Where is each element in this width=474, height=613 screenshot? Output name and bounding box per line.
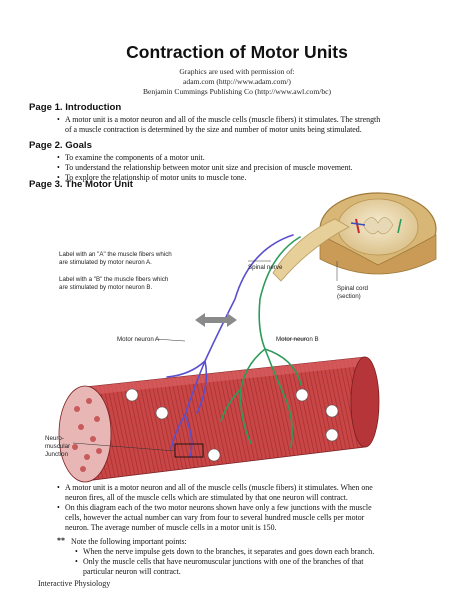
credit-line: Benjamin Cummings Publishing Co (http://… (142, 87, 332, 96)
nmj-label: Junction (45, 451, 69, 458)
list-item: •To examine the components of a motor un… (57, 153, 205, 162)
motor-neuron-b-label: Motor neuron B (276, 336, 319, 343)
instruction-label-b: are stimulated by motor neuron B. (59, 284, 152, 291)
section-heading-page1: Page 1. Introduction (29, 102, 122, 113)
list-item: •A motor unit is a motor neuron and all … (57, 483, 373, 492)
spinal-cord-illustration (319, 192, 437, 275)
list-item: •To understand the relationship between … (57, 163, 353, 172)
instruction-label-b: Label with a "B" the muscle fibers which (59, 276, 169, 283)
list-item-continuation: of a muscle contraction is determined by… (65, 125, 362, 134)
section-heading-page2: Page 2. Goals (29, 140, 92, 151)
label-circles (125, 388, 339, 462)
list-item-text: To explore the relationship of motor uni… (65, 173, 247, 182)
list-item-continuation: neuron. The average number of muscle cel… (65, 523, 277, 532)
motor-neuron-a-axon (166, 234, 294, 458)
list-item-text: On this diagram each of the two motor ne… (65, 503, 372, 512)
section-heading-page3: Page 3. The Motor Unit (29, 179, 133, 190)
muscle-illustration (58, 356, 380, 483)
spinal-cord-label: (section) (337, 293, 361, 300)
list-item: •When the nerve impulse gets down to the… (75, 547, 375, 556)
footer: Interactive Physiology (38, 579, 111, 588)
list-item: •On this diagram each of the two motor n… (57, 503, 372, 512)
spinal-nerve (272, 218, 350, 282)
credit-line: adam.com (http://www.adam.com/) (183, 77, 291, 86)
note-marker: ** (57, 536, 65, 545)
spinal-cord-label: Spinal cord (337, 285, 369, 292)
list-item-text: When the nerve impulse gets down to the … (83, 547, 375, 556)
neuromuscular-junction-marker (174, 443, 204, 458)
list-item-text: To examine the components of a motor uni… (65, 153, 205, 162)
instruction-label-a: are stimulated by motor neuron A. (59, 259, 152, 266)
credit-line: Graphics are used with permission of: (179, 67, 295, 76)
motor-neuron-a-label: Motor neuron A (117, 336, 160, 343)
document-title: Contraction of Motor Units (126, 42, 348, 62)
motor-unit-diagram: Label with an "A" the muscle fibers whic… (45, 192, 437, 483)
list-item: •Only the muscle cells that have neuromu… (75, 557, 364, 566)
list-item-continuation: particular neuron will contract. (83, 567, 181, 576)
list-item: •To explore the relationship of motor un… (57, 173, 247, 182)
list-item-continuation: neuron fires, all of the muscle cells wh… (65, 493, 348, 502)
spinal-nerve-label: Spinal nerve (248, 264, 283, 271)
list-item-text: A motor unit is a motor neuron and all o… (65, 115, 381, 124)
list-item-continuation: cells, however the actual number can var… (65, 513, 365, 522)
list-item-text: To understand the relationship between m… (65, 163, 353, 172)
motor-neuron-b-axon (220, 236, 302, 448)
list-item: •A motor unit is a motor neuron and all … (57, 115, 381, 124)
note-text: Note the following important points: (71, 537, 187, 546)
double-arrow-icon (195, 313, 237, 327)
nmj-label: Neuro- (45, 435, 64, 442)
list-item-text: Only the muscle cells that have neuromus… (83, 557, 364, 566)
nmj-label: muscular (45, 443, 70, 450)
list-item-text: A motor unit is a motor neuron and all o… (65, 483, 373, 492)
instruction-label-a: Label with an "A" the muscle fibers whic… (59, 251, 172, 258)
